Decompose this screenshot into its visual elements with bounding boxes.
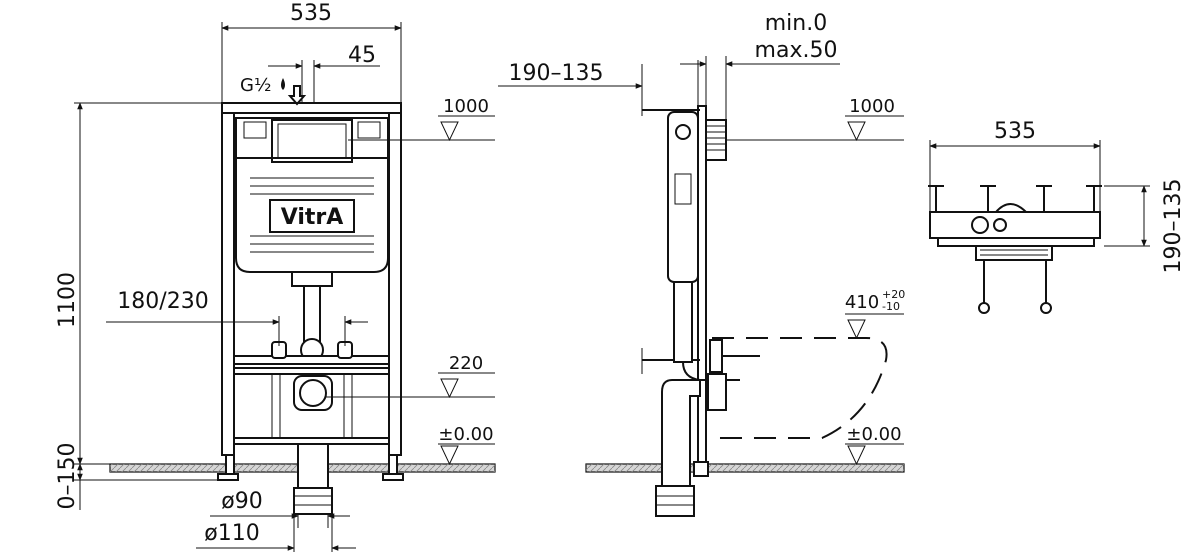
inlet-arrow-icon	[287, 85, 307, 106]
drain-outlet	[299, 379, 327, 407]
drain-bracket-side	[707, 373, 727, 411]
dim-max: max.50	[755, 38, 838, 63]
top-frame-rail	[937, 237, 1095, 247]
side-view: 190–135 min.0 max.50 1000 410 +20 -10 ±0…	[498, 11, 905, 517]
foot-plate-left	[217, 473, 239, 481]
dim-height: 1100	[55, 272, 80, 328]
flush-pipe	[303, 285, 321, 343]
level-1000-front: 1000	[443, 96, 489, 117]
drain-socket	[293, 487, 333, 515]
water-drop-icon	[281, 78, 285, 90]
foot-plate-right	[382, 473, 404, 481]
top-valve	[971, 216, 989, 234]
level-marker-zero-front	[440, 445, 459, 466]
dim-width-top: 535	[994, 119, 1036, 144]
top-inlet-loop	[995, 203, 1027, 213]
floor-hatch-side	[586, 464, 904, 472]
support-left	[271, 373, 281, 439]
dim-width-front: 535	[290, 1, 332, 26]
tolerance-plus: +20	[882, 288, 905, 301]
top-wall-rods	[928, 185, 1102, 212]
top-view: 535 190–135	[928, 119, 1186, 314]
bolt-bar	[233, 355, 390, 365]
cistern-clip-right	[357, 121, 381, 139]
level-marker-1000	[440, 121, 459, 142]
dim-dia-110: ø110	[204, 521, 259, 546]
drain-pipe	[297, 443, 329, 493]
top-frame-bar	[929, 211, 1101, 239]
dim-adjust: 0–150	[55, 443, 80, 510]
top-foot-right	[1040, 302, 1052, 314]
connection-label: G½	[240, 75, 271, 96]
dim-dia-90: ø90	[221, 489, 262, 514]
level-marker-220	[440, 378, 459, 399]
front-view: VitrA G½ 535 45	[55, 1, 496, 552]
frame-post-right	[388, 102, 402, 456]
cistern-valve	[675, 124, 691, 140]
flush-outlet	[291, 271, 333, 287]
side-foot	[693, 461, 709, 477]
level-zero-side: ±0.00	[846, 424, 901, 445]
dim-min: min.0	[765, 11, 827, 36]
cistern-bracket	[674, 173, 692, 205]
drain-elbow-side	[661, 379, 701, 489]
level-marker-1000-side	[847, 121, 866, 142]
level-zero-front: ±0.00	[438, 424, 493, 445]
level-marker-zero-side	[847, 445, 866, 466]
support-right	[343, 373, 353, 439]
frame-post-left	[221, 102, 235, 456]
side-frame-post	[697, 105, 707, 463]
drain-socket-side	[655, 485, 695, 517]
dim-offset: 45	[348, 43, 376, 68]
flush-opening	[271, 119, 353, 163]
flush-opening-inner	[277, 123, 347, 159]
top-foot-left	[978, 302, 990, 314]
toilet-bowl-outline	[712, 337, 888, 439]
level-220: 220	[449, 353, 483, 374]
lower-bar-1	[233, 367, 390, 375]
level-marker-410	[847, 319, 866, 340]
dim-spacing: 180/230	[117, 289, 208, 314]
tolerance-minus: -10	[882, 300, 900, 313]
cistern-side	[667, 111, 699, 283]
cistern-clip-left	[243, 121, 267, 139]
flush-pipe-side	[673, 281, 693, 363]
top-connector	[993, 218, 1007, 232]
level-1000-side: 1000	[849, 96, 895, 117]
cistern-ribs	[250, 177, 374, 253]
brand-logo: VitrA	[281, 205, 344, 230]
frame-top-rail	[221, 102, 402, 114]
level-410: 410	[845, 292, 879, 313]
dim-depth-top: 190–135	[1161, 179, 1186, 274]
logo-plate	[269, 199, 355, 233]
bolt-side	[709, 339, 723, 373]
top-cistern-bottom	[975, 245, 1053, 261]
dim-depth-side: 190–135	[509, 61, 604, 86]
